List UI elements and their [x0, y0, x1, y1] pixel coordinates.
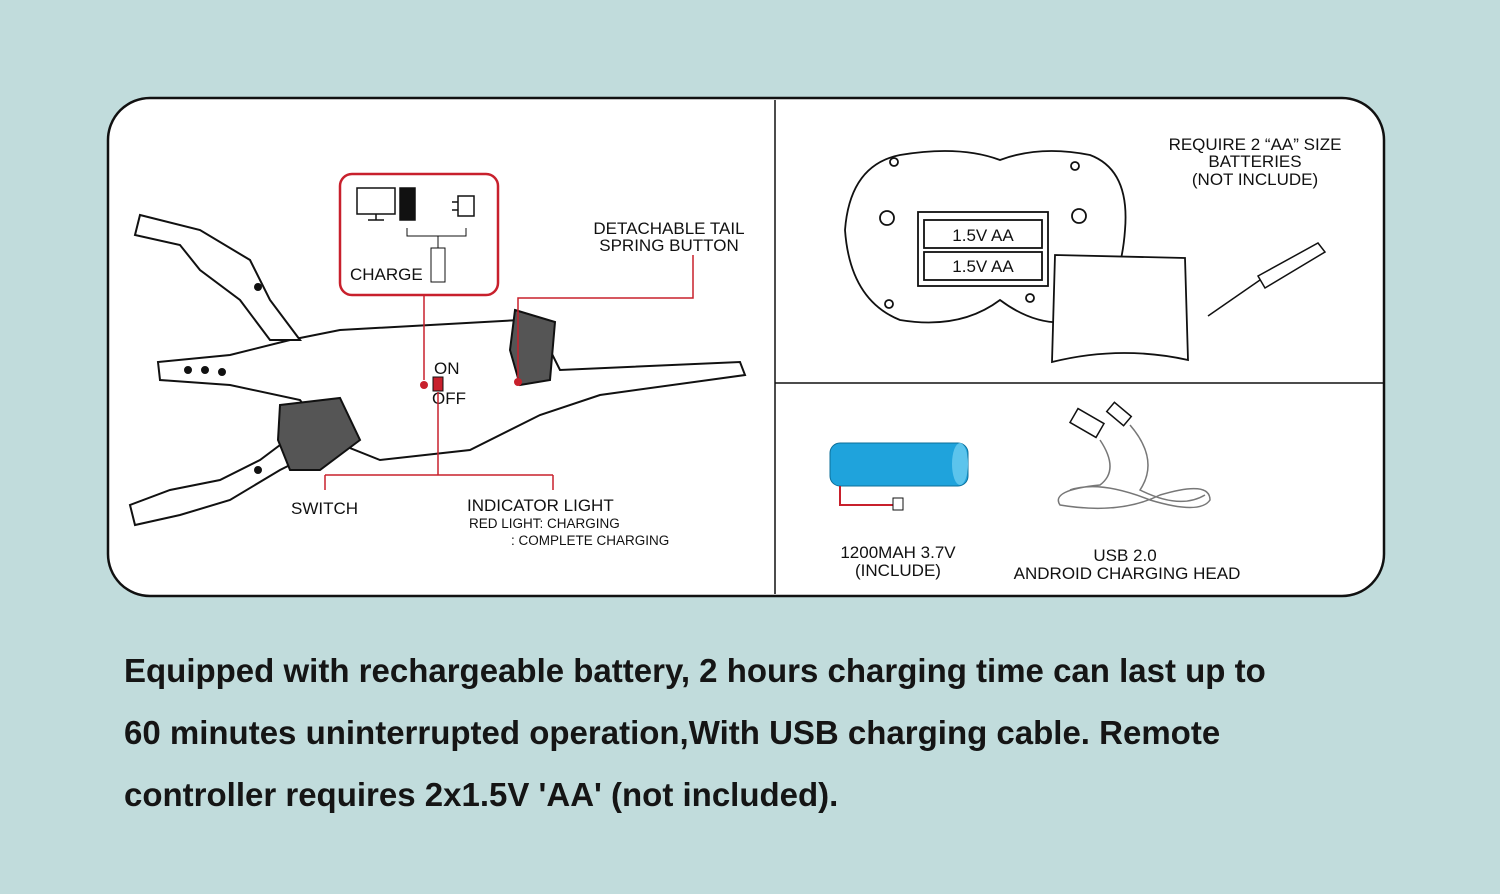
require-line1: REQUIRE 2 “AA” SIZE [1169, 135, 1342, 154]
charge-label: CHARGE [350, 265, 423, 284]
tail-label-line1: DETACHABLE TAIL [593, 219, 744, 238]
battery-cover [1051, 254, 1189, 364]
switch-off-label: OFF [432, 389, 466, 408]
battery-include-label: (INCLUDE) [855, 561, 941, 580]
indicator-line2: : COMPLETE CHARGING [511, 533, 669, 548]
description-line1: Equipped with rechargeable battery, 2 ho… [124, 652, 1266, 689]
connector-line [406, 228, 467, 237]
usb-plug-icon [430, 247, 446, 283]
product-description: Equipped with rechargeable battery, 2 ho… [124, 640, 1424, 826]
battery-slot-1: 1.5V AA [952, 226, 1014, 245]
tail-label-line2: SPRING BUTTON [599, 236, 738, 255]
battery-capacity-label: 1200MAH 3.7V [840, 543, 956, 562]
wall-adapter-icon [452, 195, 475, 217]
switch-on-label: ON [434, 359, 460, 378]
screwdriver-icon [1207, 242, 1327, 317]
indicator-title: INDICATOR LIGHT [467, 496, 614, 515]
lizard-toy-illustration [128, 213, 747, 527]
require-line3: (NOT INCLUDE) [1192, 170, 1318, 189]
usb-head-label: ANDROID CHARGING HEAD [1014, 564, 1241, 583]
usb-cable-icon [1057, 401, 1211, 510]
switch-label: SWITCH [291, 499, 358, 518]
battery-slot-2: 1.5V AA [952, 257, 1014, 276]
description-line2: 60 minutes uninterrupted operation,With … [124, 714, 1221, 751]
computer-icon [356, 187, 416, 221]
indicator-line1: RED LIGHT: CHARGING [469, 516, 620, 531]
callout-lines [324, 255, 694, 490]
rechargeable-battery-icon [829, 442, 969, 511]
require-line2: BATTERIES [1208, 152, 1301, 171]
description-line3: controller requires 2x1.5V 'AA' (not inc… [124, 776, 839, 813]
usb-version-label: USB 2.0 [1093, 546, 1156, 565]
